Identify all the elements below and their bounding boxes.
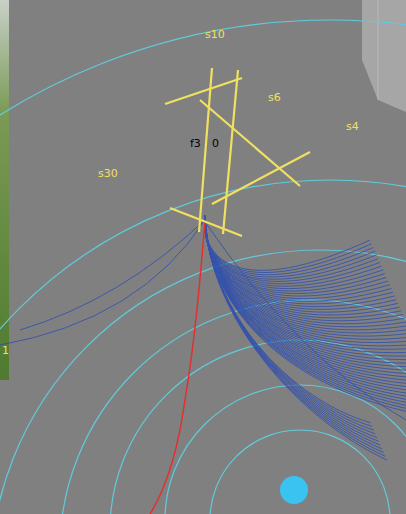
candidate-path	[20, 220, 205, 330]
candidate-path	[0, 220, 205, 345]
zone-label: s10	[205, 29, 225, 40]
candidate-path	[205, 215, 406, 408]
zone-label: s6	[268, 92, 281, 103]
chosen-path	[150, 222, 205, 514]
zone-label: 0	[211, 138, 220, 149]
zone-label: s30	[98, 168, 118, 179]
candidate-path	[205, 216, 382, 449]
gate-lines	[165, 68, 310, 236]
zone-label: 1	[2, 345, 9, 356]
candidate-path	[205, 215, 406, 371]
range-circles	[0, 20, 406, 514]
candidate-path	[205, 216, 374, 430]
candidate-path	[205, 218, 406, 363]
candidate-path	[205, 219, 406, 404]
robot-marker	[280, 476, 308, 504]
candidate-path	[205, 219, 406, 367]
wall-edge	[378, 0, 379, 100]
candidate-path	[205, 217, 406, 360]
candidate-path	[205, 218, 406, 400]
candidate-path	[205, 217, 406, 343]
candidate-path	[205, 218, 385, 456]
candidate-path	[205, 217, 406, 378]
candidate-path	[205, 215, 406, 389]
candidate-path	[205, 222, 406, 420]
photo-strip	[0, 0, 9, 380]
candidate-path	[205, 215, 372, 426]
candidate-path	[205, 216, 406, 374]
zone-label: s4	[346, 121, 359, 132]
wall	[362, 0, 406, 112]
candidate-path	[205, 215, 406, 353]
candidate-path	[205, 219, 387, 460]
zone-label: f3	[189, 138, 202, 149]
candidate-path	[205, 217, 374, 275]
candidate-path	[205, 216, 406, 356]
candidate-path	[205, 218, 377, 438]
candidate-path	[205, 219, 371, 423]
candidate-path	[205, 218, 406, 346]
candidate-path	[205, 219, 406, 349]
candidate-path	[205, 217, 384, 453]
candidate-path	[205, 217, 375, 434]
candidate-path	[205, 218, 375, 277]
candidate-path	[205, 216, 372, 273]
